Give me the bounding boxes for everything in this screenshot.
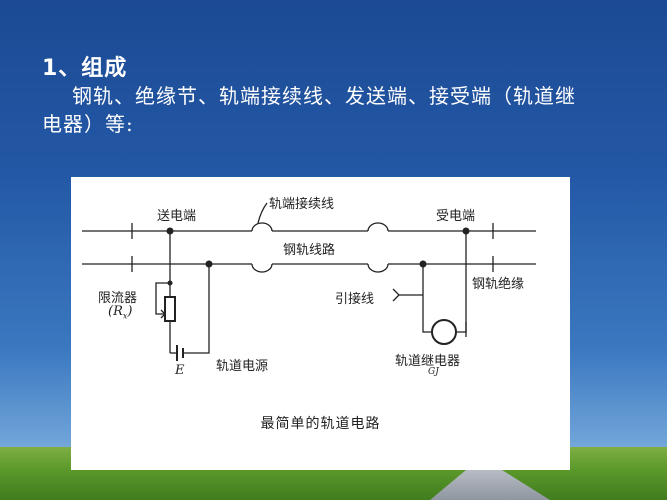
send-bottom-junction: [205, 260, 213, 268]
label-rail-line: 钢轨线路: [283, 243, 336, 258]
slide-body: 钢轨、绝缘节、轨端接续线、发送端、接受端（轨道继 电器）等:: [42, 82, 642, 138]
lead-wire-chevron: [392, 288, 423, 302]
receive-top-junction: [462, 227, 470, 235]
label-lead-wire: 引接线: [335, 292, 375, 307]
label-rail-insulation: 钢轨绝缘: [472, 277, 525, 292]
label-rail-bond: 轨端接续线: [269, 197, 335, 212]
label-track-power: 轨道电源: [216, 359, 269, 374]
label-relay-symbol: GJ: [428, 367, 439, 377]
receive-wire: [457, 231, 467, 333]
rail-bond-arc-top-right: [367, 222, 389, 232]
receive-bottom-junction: [419, 260, 427, 268]
label-battery-symbol: E: [175, 363, 185, 378]
body-line-2: 电器）等:: [42, 112, 134, 136]
battery-symbol: [176, 345, 184, 361]
diagram-caption: 最简单的轨道电路: [260, 416, 381, 432]
rail-bond-arc-bottom-left: [251, 263, 273, 273]
rail-insulation-ticks: [131, 223, 494, 272]
resistor-symbol: [164, 296, 176, 322]
receive-wire-2: [422, 264, 431, 333]
limiter-adjust-wire: [155, 282, 170, 315]
track-circuit-diagram: 送电端 轨端接续线 受电端 钢轨线路 钢轨绝缘 限流器 (Rx) 引接线 E 轨…: [71, 177, 570, 470]
body-line-1: 钢轨、绝缘节、轨端接续线、发送端、接受端（轨道继: [72, 84, 576, 108]
relay-coil-symbol: [431, 319, 457, 345]
rail-bond-arc-bottom-right: [367, 263, 389, 273]
label-limiter-symbol: (Rx): [108, 304, 133, 321]
label-receive-end: 受电端: [436, 209, 476, 224]
rail-bond-leader: [257, 202, 268, 224]
label-current-limiter: 限流器: [98, 291, 138, 306]
rail-bond-arc-top-left: [251, 222, 273, 232]
label-send-end: 送电端: [157, 209, 197, 224]
label-track-relay: 轨道继电器: [395, 354, 461, 369]
slide-title: 1、组成: [42, 56, 128, 81]
limiter-junction: [167, 280, 173, 286]
send-top-junction: [166, 227, 174, 235]
circuit-drawing: [82, 202, 536, 361]
send-return-wire: [183, 264, 210, 354]
